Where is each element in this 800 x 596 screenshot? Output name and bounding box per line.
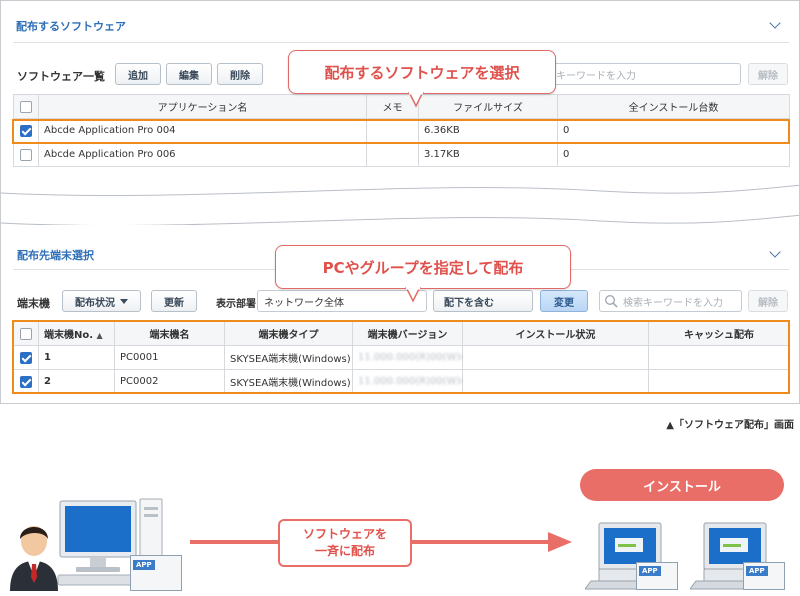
chevron-down-icon[interactable] [769,17,781,29]
software-distribution-screen: 配布するソフトウェア ソフトウェア一覧 追加 編集 削除 キーワードを入力 解除… [0,0,800,404]
terminal-version-cell: 11.000.000(R)00(W)00 [352,369,463,394]
memo-cell [366,142,419,167]
sort-asc-icon: ▲ [96,331,103,340]
app-tag: APP [746,566,768,576]
search-input[interactable]: キーワードを入力 [541,63,741,85]
distribute-label-line2: 一斉に配布 [314,544,375,558]
terminal-table: 端末機No. ▲ 端末機名 端末機タイプ 端末機バージョン インストール状況 キ… [13,321,790,394]
section-title-target: 配布先端末選択 [17,249,94,262]
divider [13,42,789,43]
row-checkbox[interactable] [20,375,32,388]
app-name-cell: Abcde Application Pro 006 [38,142,367,167]
status-dropdown-label: 配布状況 [75,297,115,309]
change-button[interactable]: 変更 [540,290,588,312]
terminal-type-cell: SKYSEA端末機(Windows) [224,369,353,394]
column-header-install-count[interactable]: 全インストール台数 [557,94,790,119]
search-placeholder: 検索キーワードを入力 [623,297,723,309]
delete-button[interactable]: 削除 [217,63,263,85]
table-row[interactable]: 1 PC0001 SKYSEA端末機(Windows) 11.000.000(R… [13,345,790,370]
column-header-cache[interactable]: キャッシュ配布 [648,321,790,346]
terminal-no-cell: 2 [38,369,115,394]
distribute-label-line1: ソフトウェアを [302,527,387,541]
install-status-cell [462,345,649,370]
table-header-row: 端末機No. ▲ 端末機名 端末機タイプ 端末機バージョン インストール状況 キ… [13,321,790,346]
screen-break-divider [1,177,799,225]
row-checkbox[interactable] [20,351,32,364]
install-count-cell: 0 [557,142,790,167]
search-placeholder: キーワードを入力 [556,70,636,82]
install-label: インストール [580,469,784,501]
callout-text: 配布するソフトウェアを選択 [288,50,556,94]
row-checkbox[interactable] [20,124,32,137]
selected-row-highlight [12,119,790,144]
search-input[interactable]: 検索キーワードを入力 [599,290,742,312]
software-table: アプリケーション名 メモ ファイルサイズ 全インストール台数 Abcde App… [13,94,790,167]
column-header-install-status[interactable]: インストール状況 [462,321,649,346]
table-row[interactable]: Abcde Application Pro 006 3.17KB 0 [13,142,790,167]
terminal-label: 端末機 [17,297,50,310]
app-tag: APP [639,566,661,576]
app-package-icon: APP [130,555,182,591]
app-package-icon: APP [743,562,785,590]
update-button[interactable]: 更新 [151,290,197,312]
terminal-name-cell: PC0001 [114,345,225,370]
column-header-app-name[interactable]: アプリケーション名 [38,94,367,119]
install-count-cell: 0 [557,118,790,143]
dept-label: 表示部署 [216,299,256,310]
callout-pointer [405,287,421,303]
screen-caption: ▲「ソフトウェア配布」画面 [666,420,794,431]
column-header-terminal-type[interactable]: 端末機タイプ [224,321,353,346]
callout-select-software: 配布するソフトウェアを選択 [288,50,556,108]
software-list-label: ソフトウェア一覧 [17,70,105,83]
search-icon [604,294,618,308]
admin-person-icon [10,526,58,591]
clear-button[interactable]: 解除 [748,63,788,85]
callout-select-pc: PCやグループを指定して配布 [275,245,571,303]
chevron-down-icon[interactable] [769,246,781,258]
file-size-cell: 3.17KB [418,142,558,167]
callout-text: PCやグループを指定して配布 [275,245,571,289]
selected-terminals-highlight [12,320,790,394]
edit-button[interactable]: 編集 [166,63,212,85]
table-row[interactable]: Abcde Application Pro 004 6.36KB 0 [13,118,790,143]
row-checkbox[interactable] [20,148,32,161]
select-all-checkbox[interactable] [20,327,32,340]
app-tag: APP [133,560,155,570]
callout-pointer [408,92,424,108]
table-header-row: アプリケーション名 メモ ファイルサイズ 全インストール台数 [13,94,790,119]
distribute-label-box: ソフトウェアを 一斉に配布 [278,519,412,567]
clear-button[interactable]: 解除 [748,290,788,312]
select-all-cell[interactable] [13,94,39,119]
add-button[interactable]: 追加 [115,63,161,85]
status-dropdown[interactable]: 配布状況 [62,290,141,312]
dropdown-arrow-icon [120,298,128,304]
section-title-software: 配布するソフトウェア [16,20,126,33]
column-header-file-size[interactable]: ファイルサイズ [418,94,558,119]
column-header-terminal-name[interactable]: 端末機名 [114,321,225,346]
select-all-checkbox[interactable] [20,100,32,113]
app-package-icon: APP [636,562,678,590]
dept-field[interactable]: ネットワーク全体 [257,290,427,312]
include-sub-toggle[interactable]: 配下を含む [433,290,533,312]
